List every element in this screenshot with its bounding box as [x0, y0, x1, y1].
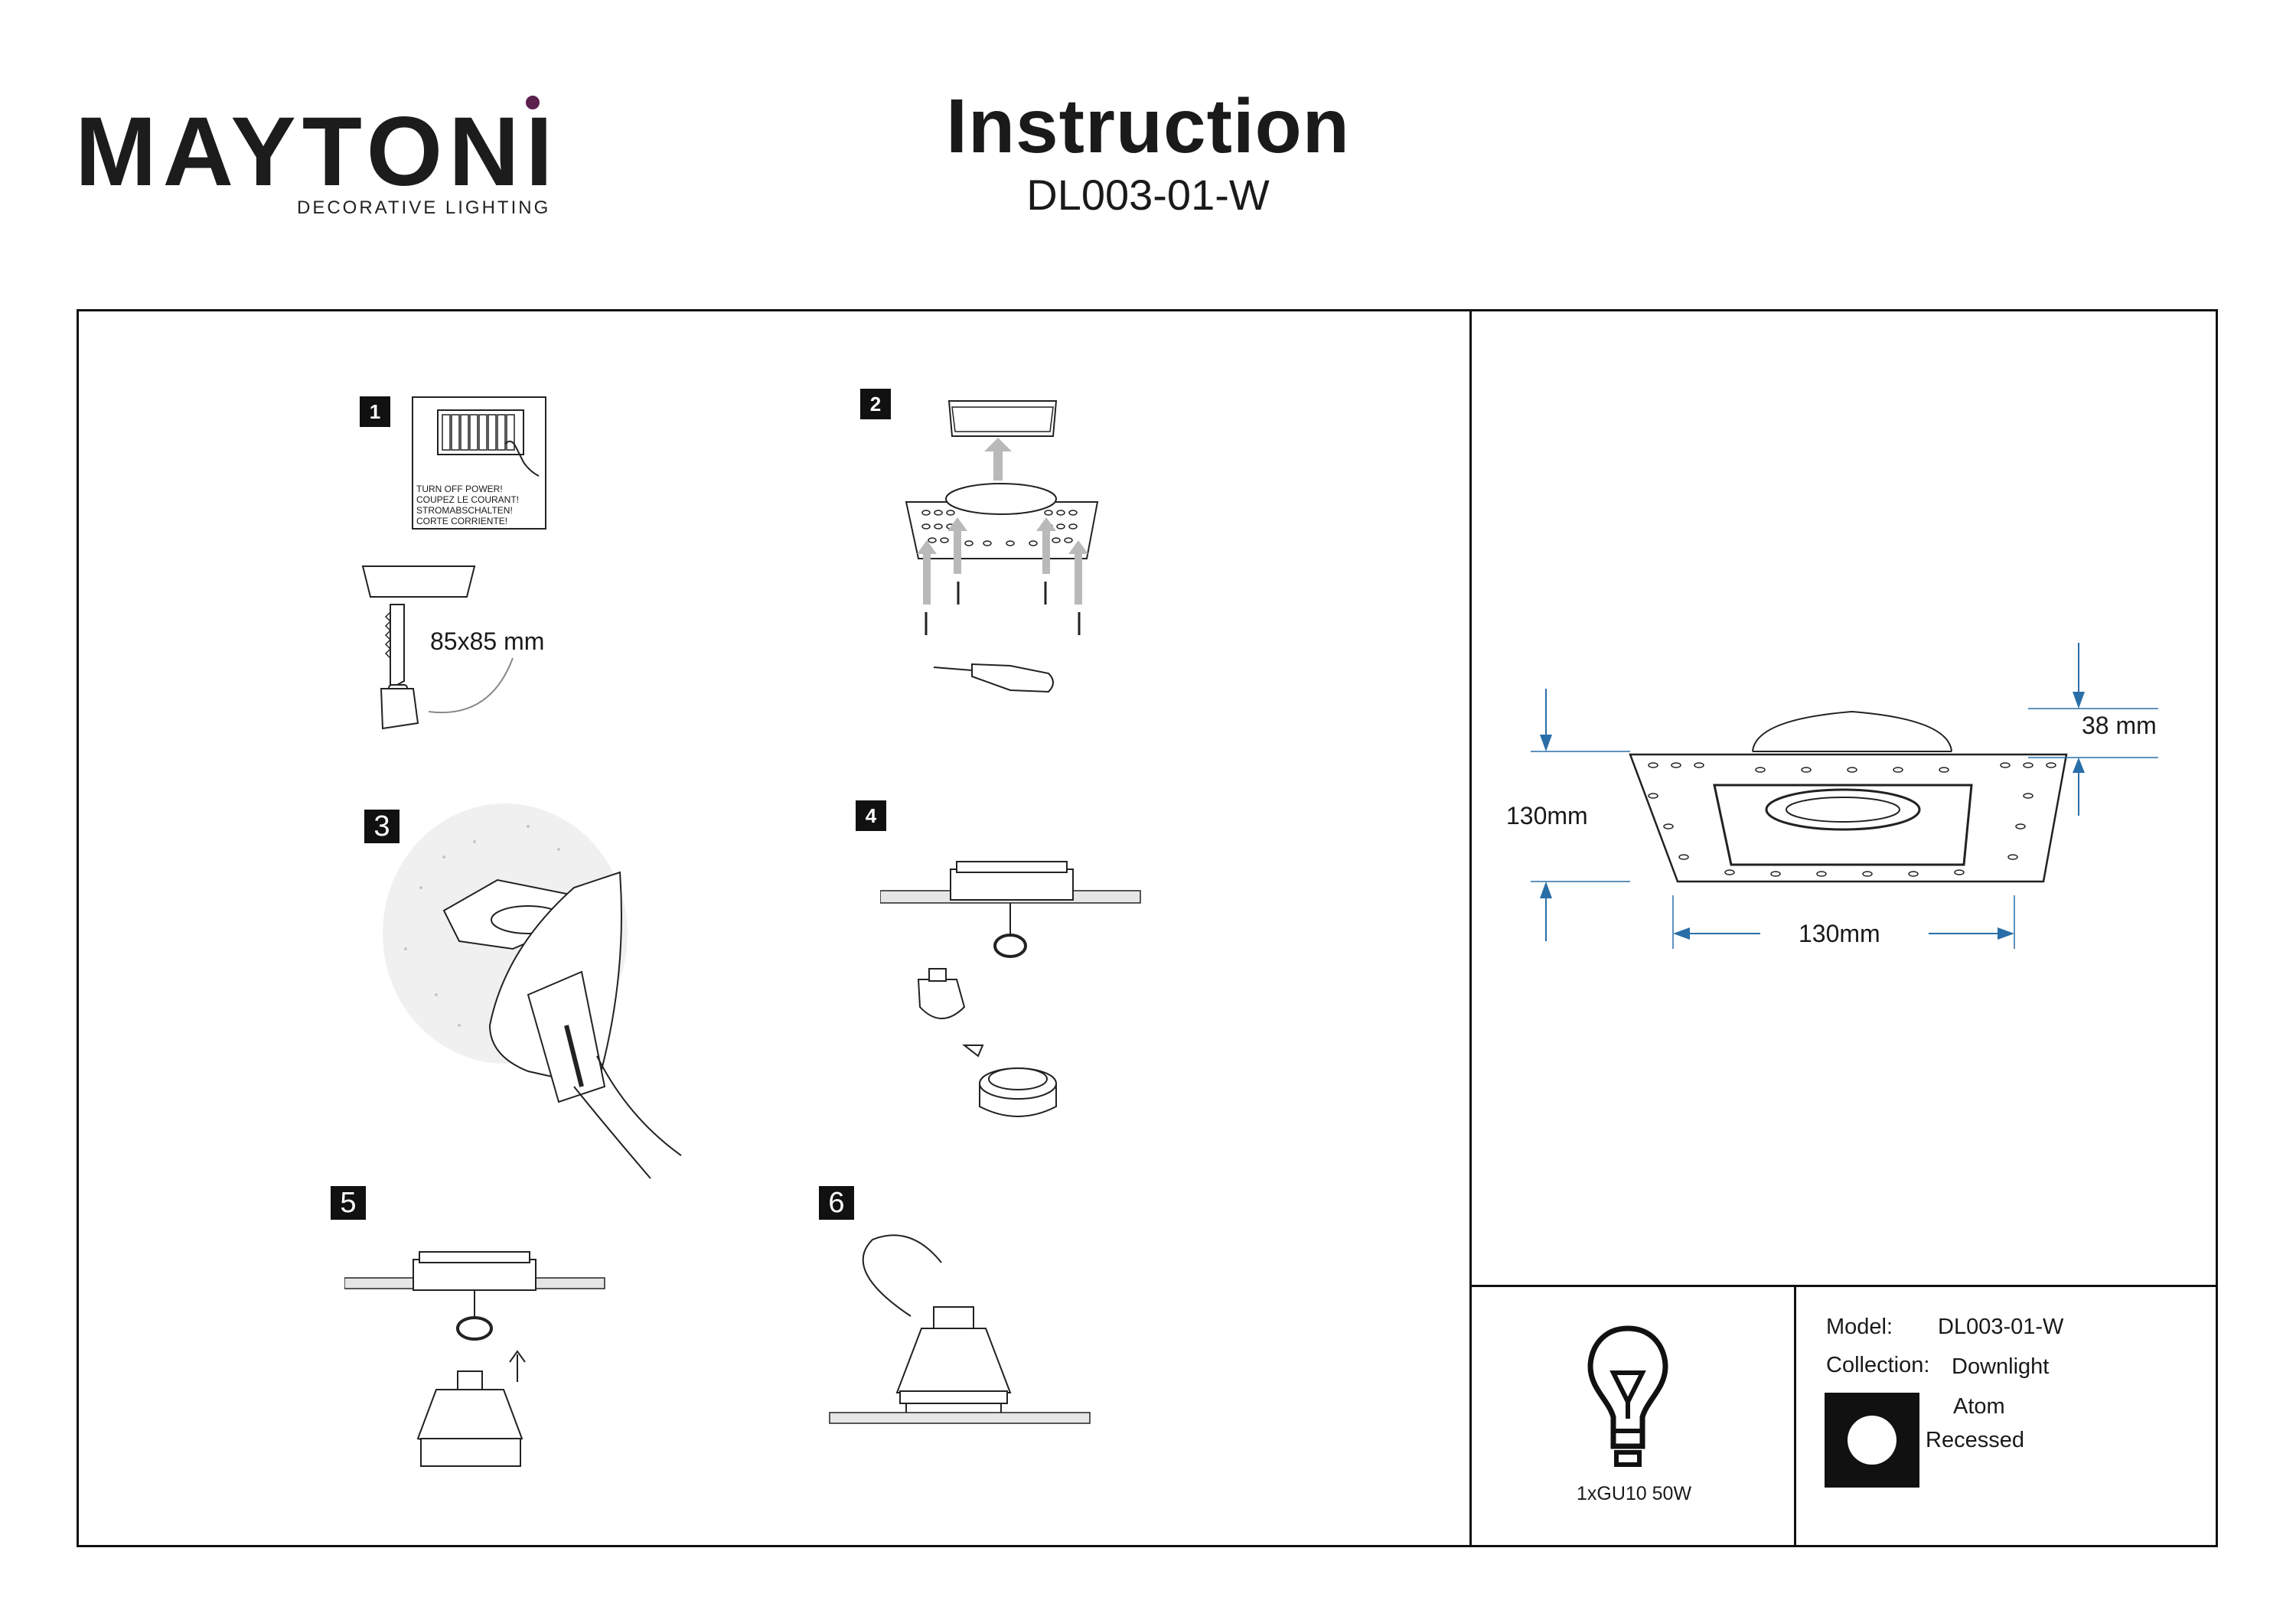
step-4-illustration: [880, 861, 1141, 1117]
step-6-number: 6: [819, 1186, 854, 1220]
subtype-value: Atom: [1953, 1394, 2005, 1419]
warning-line-1: TURN OFF POWER!: [416, 484, 503, 494]
step-1-number: 1: [360, 396, 390, 427]
brand-subtitle: DECORATIVE LIGHTING: [297, 197, 551, 218]
breaker-panel-illustration: [437, 409, 540, 477]
mounting-icon-circle: [1848, 1416, 1896, 1465]
page-title: Instruction: [946, 83, 1350, 169]
step-6-illustration: [829, 1234, 1091, 1424]
divider-info: [1794, 1285, 1796, 1547]
step-2-number: 2: [860, 389, 891, 419]
warning-line-2: COUPEZ LE COURANT!: [416, 494, 520, 505]
mounting-icon: [1825, 1393, 1919, 1488]
step-2-illustration: [905, 400, 1099, 693]
divider-main: [1469, 309, 1472, 1547]
step-3-illustration: [383, 803, 682, 1179]
dim-depth-label: 130mm: [1506, 802, 1588, 829]
brand-name: MAYTONI: [75, 97, 550, 199]
mounting-value: Recessed: [1926, 1428, 2024, 1452]
cut-size-label: 85x85 mm: [430, 627, 545, 655]
step-3-number: 3: [364, 810, 400, 843]
step-1-saw-illustration: [361, 565, 514, 730]
model-code: DL003-01-W: [1026, 171, 1270, 219]
bulb-icon: [1587, 1325, 1668, 1467]
dim-height-label: 38 mm: [2082, 712, 2157, 739]
model-label: Model:: [1826, 1315, 1893, 1339]
collection-label: Collection:: [1826, 1353, 1930, 1377]
divider-spec: [1469, 1285, 2218, 1287]
collection-value: Downlight: [1952, 1354, 2050, 1379]
warning-line-4: CORTE CORRIENTE!: [416, 516, 508, 526]
fixture-dimension-drawing: [1531, 643, 2158, 949]
content-frame: [77, 309, 2218, 1547]
step-5-illustration: [344, 1251, 605, 1467]
bulb-spec-label: 1xGU10 50W: [1577, 1483, 1692, 1504]
brand-dot: [526, 96, 540, 109]
step-1-warning-box: TURN OFF POWER! COUPEZ LE COURANT! STROM…: [412, 396, 546, 530]
warning-line-3: STROMABSCHALTEN!: [416, 505, 513, 516]
step-5-number: 5: [331, 1186, 366, 1220]
step-4-number: 4: [856, 800, 886, 831]
dim-width-label: 130mm: [1799, 920, 1880, 947]
brand-logo: MAYTONI: [75, 96, 550, 199]
model-value: DL003-01-W: [1938, 1315, 2064, 1339]
